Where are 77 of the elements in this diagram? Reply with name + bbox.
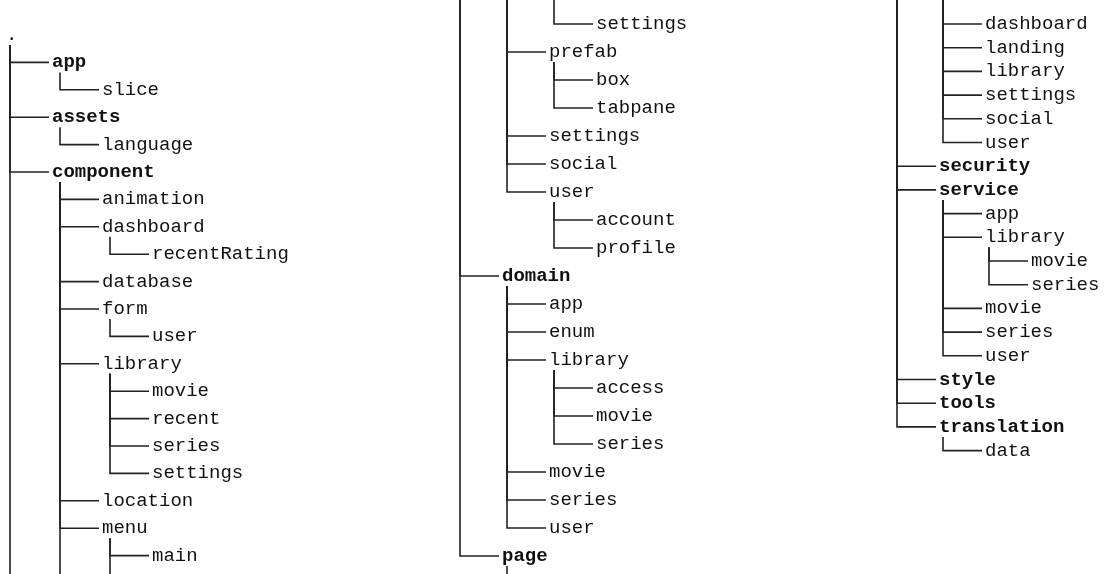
tree-connector: [109, 236, 150, 255]
folder-label: user: [985, 130, 1031, 155]
tree-connector: [942, 199, 983, 357]
folder-label: slice: [102, 77, 159, 102]
folder-label: recent: [152, 406, 221, 431]
folder-label: series: [1031, 272, 1100, 297]
folder-label: user: [549, 516, 595, 540]
folder-label: series: [549, 488, 618, 512]
folder-label: library: [549, 348, 629, 372]
folder-label: main: [152, 543, 198, 568]
folder-label: settings: [596, 12, 688, 36]
tree-connector: [553, 61, 594, 109]
tree-connector: [109, 537, 111, 574]
folder-label: social: [985, 106, 1054, 131]
folder-label: movie: [1031, 249, 1088, 273]
folder-label: settings: [985, 83, 1077, 108]
folder-label: box: [596, 68, 631, 92]
folder-label: animation: [102, 187, 205, 212]
folder-label: user: [549, 180, 595, 204]
tree-connector: [459, 0, 500, 557]
folder-label: tools: [939, 391, 996, 416]
tree-connector: [109, 318, 150, 338]
folder-label: app: [985, 201, 1020, 226]
folder-label: database: [102, 269, 194, 294]
folder-label: page: [502, 544, 548, 568]
tree-connector: [59, 126, 100, 146]
tree-connector: [942, 0, 983, 144]
folder-label: assets: [52, 105, 121, 130]
folder-label: security: [939, 154, 1031, 179]
folder-label: app: [549, 292, 584, 316]
folder-label: dashboard: [102, 214, 205, 239]
folder-label: menu: [102, 516, 148, 541]
folder-label: social: [549, 152, 618, 176]
tree-connector: [942, 436, 983, 452]
tree-connector: [553, 369, 594, 445]
tree-connector: [553, 0, 594, 25]
folder-label: dashboard: [985, 12, 1088, 36]
folder-label: movie: [985, 296, 1042, 321]
folder-label: settings: [152, 461, 244, 486]
folder-label: component: [52, 160, 155, 184]
folder-label: profile: [596, 236, 676, 260]
folder-label: movie: [549, 460, 606, 484]
folder-label: domain: [502, 264, 571, 288]
folder-label: form: [102, 297, 148, 321]
tree-connector: [9, 44, 11, 574]
folder-label: translation: [939, 414, 1065, 439]
folder-label: access: [596, 376, 665, 400]
folder-label: language: [102, 132, 194, 157]
folder-label: user: [152, 324, 198, 349]
folder-label: settings: [549, 124, 641, 148]
folder-label: enum: [549, 320, 595, 344]
folder-label: series: [596, 432, 665, 456]
tree-connector: [553, 201, 594, 249]
folder-label: library: [985, 225, 1065, 250]
folder-label: data: [985, 438, 1031, 463]
folder-label: series: [985, 320, 1054, 345]
folder-label: tabpane: [596, 96, 676, 120]
folder-label: account: [596, 208, 676, 232]
tree-connector: [109, 373, 150, 475]
folder-label: recentRating: [152, 242, 289, 267]
folder-label: app: [52, 50, 87, 75]
folder-label: library: [985, 59, 1065, 84]
tree-connector: [506, 565, 508, 574]
root-label: .: [6, 23, 18, 47]
folder-label: service: [939, 177, 1019, 202]
folder-label: library: [102, 351, 182, 376]
folder-label: series: [152, 434, 221, 458]
folder-label: location: [102, 488, 194, 513]
folder-label: user: [985, 343, 1031, 368]
folder-label: landing: [985, 35, 1065, 60]
folder-label: prefab: [549, 40, 618, 64]
folder-label: movie: [596, 404, 653, 428]
tree-connector: [59, 71, 100, 91]
tree-connector: [59, 181, 61, 574]
tree-connector: [988, 246, 1029, 286]
folder-label: style: [939, 367, 996, 392]
folder-label: movie: [152, 379, 209, 404]
